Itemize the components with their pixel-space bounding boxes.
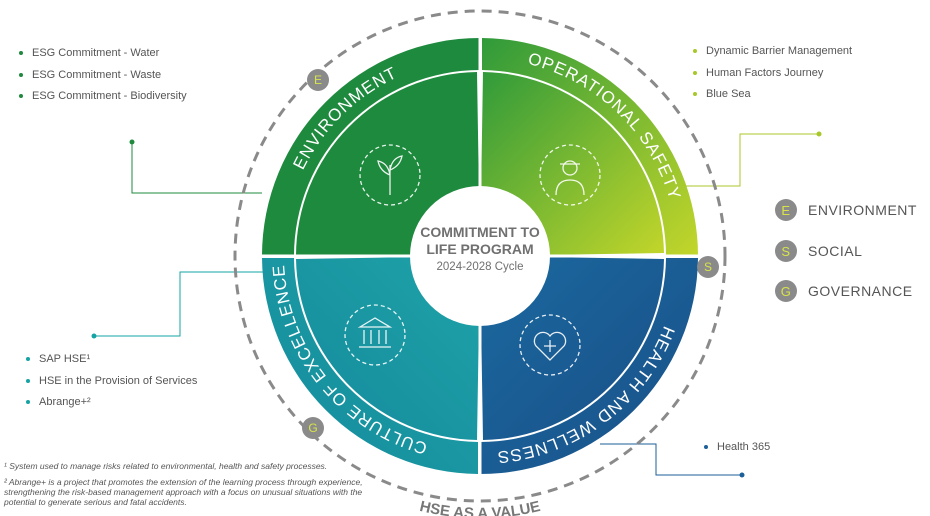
environment-connector-dot bbox=[129, 139, 135, 145]
list-item: Human Factors Journey bbox=[692, 67, 852, 89]
list-item: Abrange+² bbox=[25, 396, 197, 418]
environment-connector bbox=[131, 142, 262, 194]
environment-band bbox=[262, 38, 480, 256]
footnote-2: ² Abrange+ is a project that promotes th… bbox=[4, 477, 363, 507]
culture-list: SAP HSE¹ HSE in the Provision of Service… bbox=[25, 353, 197, 418]
health-list: Health 365 bbox=[703, 441, 770, 463]
environment-list: ESG Commitment - Water ESG Commitment - … bbox=[18, 47, 187, 112]
legend-environment: E ENVIRONMENT bbox=[775, 199, 917, 221]
list-item: Dynamic Barrier Management bbox=[692, 45, 852, 67]
dashed-outer-ring bbox=[233, 9, 727, 503]
building-icon bbox=[344, 304, 406, 366]
legend-label: ENVIRONMENT bbox=[808, 202, 917, 218]
health-connector bbox=[600, 443, 742, 476]
badge-g bbox=[302, 417, 324, 439]
list-item: Blue Sea bbox=[692, 88, 852, 110]
safety-connector bbox=[680, 133, 819, 187]
list-item: ESG Commitment - Waste bbox=[18, 69, 187, 91]
safety-list: Dynamic Barrier Management Human Factors… bbox=[692, 45, 852, 110]
list-item: HSE in the Provision of Services bbox=[25, 375, 197, 397]
culture-band bbox=[262, 258, 478, 474]
center-circle bbox=[410, 186, 550, 326]
legend-badge: G bbox=[775, 280, 797, 302]
culture-connector-dot bbox=[91, 333, 97, 339]
plant-icon bbox=[359, 144, 421, 206]
badge-s bbox=[697, 256, 719, 278]
hse-as-a-value-label: HSE AS A VALUE bbox=[418, 498, 542, 516]
list-item: Health 365 bbox=[703, 441, 770, 463]
center-cycle: 2024-2028 Cycle bbox=[437, 261, 524, 273]
legend-badge: E bbox=[775, 199, 797, 221]
badge-g-letter: G bbox=[308, 421, 317, 435]
badge-e bbox=[307, 69, 329, 91]
culture-connector bbox=[94, 271, 268, 337]
list-item: ESG Commitment - Biodiversity bbox=[18, 90, 187, 112]
center-title-line1: COMMITMENT TO bbox=[420, 224, 540, 240]
center-title-line2: LIFE PROGRAM bbox=[426, 241, 533, 257]
safety-connector-dot bbox=[816, 131, 822, 137]
badge-s-letter: S bbox=[704, 260, 712, 274]
list-item: ESG Commitment - Water bbox=[18, 47, 187, 69]
badge-e-letter: E bbox=[314, 73, 322, 87]
worker-icon bbox=[539, 144, 601, 206]
health-band bbox=[480, 258, 698, 474]
safety-band bbox=[482, 38, 698, 256]
legend-badge: S bbox=[775, 240, 797, 262]
health-connector-dot bbox=[739, 472, 745, 478]
legend-label: SOCIAL bbox=[808, 243, 863, 259]
legend-social: S SOCIAL bbox=[775, 240, 862, 262]
list-item: SAP HSE¹ bbox=[25, 353, 197, 375]
footnote-1: ¹ System used to manage risks related to… bbox=[4, 461, 328, 471]
legend-governance: G GOVERNANCE bbox=[775, 280, 913, 302]
health-heart-icon bbox=[519, 314, 581, 376]
legend-label: GOVERNANCE bbox=[808, 283, 913, 299]
